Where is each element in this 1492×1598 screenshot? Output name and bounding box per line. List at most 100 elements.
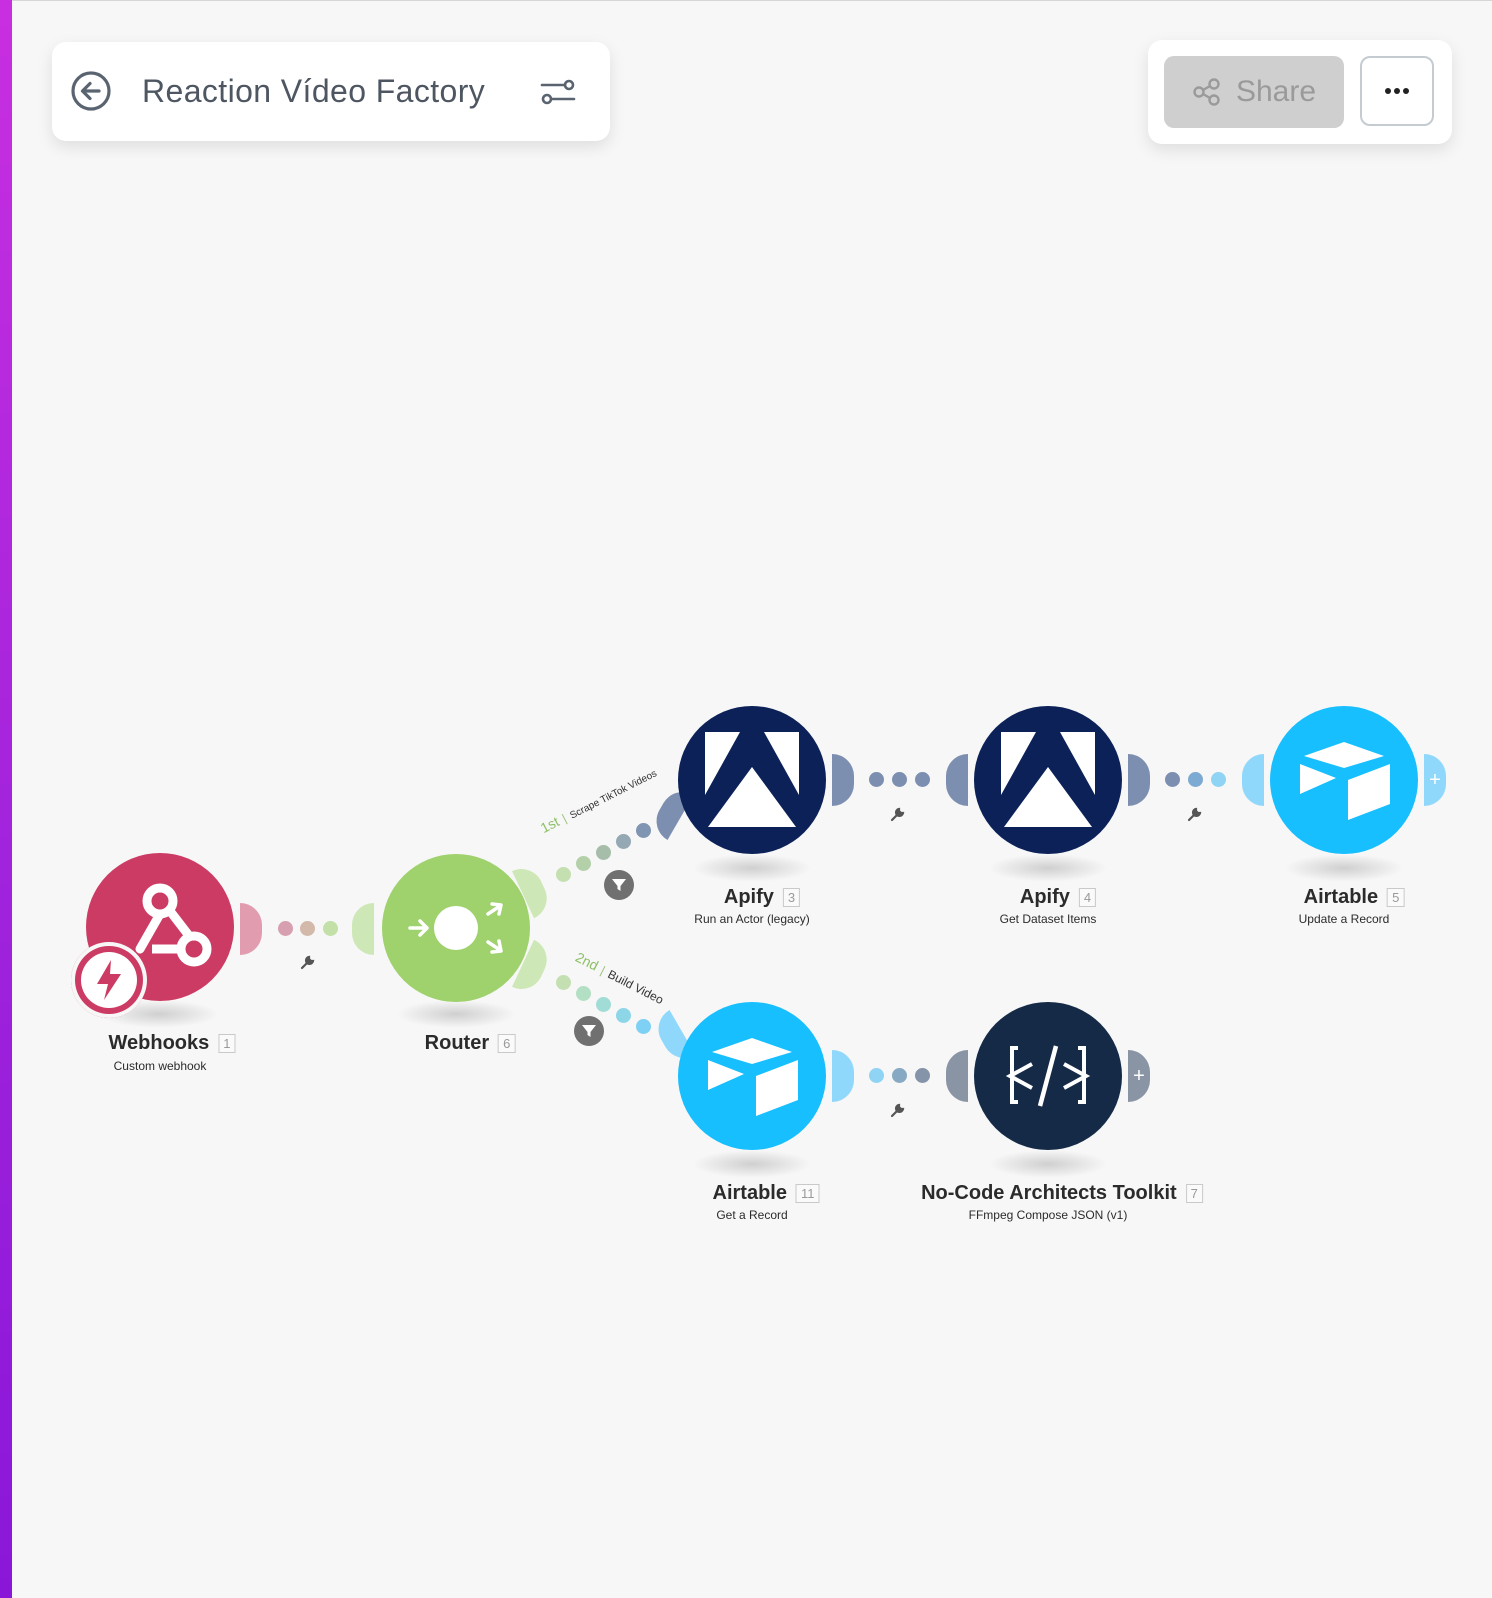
node-app-name: Airtable xyxy=(712,1182,787,1204)
node-app-name: Apify xyxy=(723,886,774,908)
node-router-6[interactable] xyxy=(382,854,530,1002)
node-number: 1 xyxy=(218,1034,236,1053)
connector-dot xyxy=(596,845,611,860)
apify-4-input-handle[interactable] xyxy=(946,754,968,806)
wrench-icon[interactable] xyxy=(890,1102,906,1118)
node-app-name: No-Code Architects Toolkit xyxy=(921,1182,1177,1204)
airtable-logo-icon xyxy=(708,1038,798,1116)
apify-3-output-handle[interactable] xyxy=(832,754,854,806)
node-title: Apify 4 xyxy=(1019,886,1097,909)
node-number: 5 xyxy=(1387,888,1405,907)
scenario-title[interactable]: Reaction Vídeo Factory xyxy=(142,73,486,109)
sliders-icon xyxy=(540,79,576,105)
connector-dot xyxy=(278,921,293,936)
connector-dot xyxy=(892,772,907,787)
node-number: 6 xyxy=(498,1034,516,1053)
route-name: Build Video xyxy=(605,967,666,1008)
route-name: Scrape TikTok Videos xyxy=(568,768,659,822)
node-app-name: Router xyxy=(424,1032,490,1054)
connector-dot xyxy=(1165,772,1180,787)
node-title: No-Code Architects Toolkit 7 xyxy=(921,1182,1203,1205)
node-title: Airtable 11 xyxy=(713,1182,820,1205)
node-app-name: Apify xyxy=(1019,886,1070,908)
connector-dot xyxy=(616,834,631,849)
more-options-button[interactable] xyxy=(1360,56,1434,126)
node-title: Webhooks 1 xyxy=(109,1032,236,1055)
connector-dot xyxy=(300,921,315,936)
connector-dot xyxy=(869,1068,884,1083)
node-title: Router 6 xyxy=(425,1032,516,1055)
connector-dot xyxy=(636,1019,651,1034)
node-airtable-5[interactable] xyxy=(1270,706,1418,854)
node-action: Get a Record xyxy=(716,1208,788,1222)
node-action: Update a Record xyxy=(1298,912,1390,926)
connector-dot xyxy=(636,823,651,838)
scenario-settings-button[interactable] xyxy=(540,76,576,108)
toolkit-7-add-button[interactable]: + xyxy=(1128,1050,1150,1102)
node-apify-4[interactable] xyxy=(974,706,1122,854)
node-app-name: Webhooks xyxy=(108,1032,210,1054)
airtable-5-add-button[interactable]: + xyxy=(1424,754,1446,806)
share-button[interactable]: Share xyxy=(1164,56,1344,128)
router-input-handle[interactable] xyxy=(352,903,374,955)
arrow-left-circle-icon xyxy=(71,71,111,111)
node-app-name: Airtable xyxy=(1303,886,1379,908)
airtable-5-input-handle[interactable] xyxy=(1242,754,1264,806)
connector-dot xyxy=(869,772,884,787)
node-number: 11 xyxy=(795,1184,820,1203)
connector-dot xyxy=(915,772,930,787)
share-nodes-icon xyxy=(1193,78,1220,106)
toolkit-7-input-handle[interactable] xyxy=(946,1050,968,1102)
filter-button-route-1[interactable] xyxy=(604,870,634,900)
connector-dot xyxy=(1188,772,1203,787)
wrench-icon[interactable] xyxy=(300,954,316,970)
plus-icon: + xyxy=(1133,1064,1145,1087)
node-action: FFmpeg Compose JSON (v1) xyxy=(968,1208,1128,1222)
node-shadow xyxy=(988,854,1108,882)
airtable-logo-icon xyxy=(1300,742,1390,820)
airtable-11-output-handle[interactable] xyxy=(832,1050,854,1102)
connector-dot xyxy=(892,1068,907,1083)
node-number: 3 xyxy=(782,888,801,907)
route-order: 1st xyxy=(537,813,562,836)
connector-dot xyxy=(616,1008,631,1023)
node-shadow xyxy=(692,1150,812,1178)
connector-dot xyxy=(576,856,591,871)
apify-logo-icon xyxy=(705,732,799,827)
top-divider xyxy=(12,0,1492,1)
router-arrows-icon xyxy=(408,902,503,954)
connector-dot xyxy=(576,986,591,1001)
wrench-icon[interactable] xyxy=(890,806,906,822)
connector-dot xyxy=(1211,772,1226,787)
wrench-icon[interactable] xyxy=(1187,806,1203,822)
node-toolkit-7[interactable] xyxy=(974,1002,1122,1150)
node-shadow xyxy=(396,1000,516,1028)
ellipsis-icon xyxy=(1385,88,1409,94)
sidebar-strip xyxy=(0,0,12,1598)
node-action: Run an Actor (legacy) xyxy=(694,912,810,926)
route-order: 2nd xyxy=(573,948,602,974)
lightning-trigger-icon xyxy=(81,952,137,1008)
apify-logo-icon xyxy=(1001,732,1095,827)
node-shadow xyxy=(988,1150,1108,1178)
share-label: Share xyxy=(1235,75,1317,108)
filter-button-route-2[interactable] xyxy=(574,1016,604,1046)
scenario-header-card xyxy=(52,42,610,141)
funnel-icon xyxy=(582,1025,596,1037)
node-number: 4 xyxy=(1078,888,1097,907)
webhooks-output-handle[interactable] xyxy=(240,903,262,955)
node-shadow xyxy=(1284,854,1404,882)
node-title: Airtable 5 xyxy=(1304,886,1405,909)
trigger-badge[interactable] xyxy=(71,942,147,1018)
node-action: Get Dataset Items xyxy=(999,912,1097,926)
code-braces-icon xyxy=(1005,1045,1091,1107)
connector-dot xyxy=(556,867,571,882)
apify-4-output-handle[interactable] xyxy=(1128,754,1150,806)
node-apify-3[interactable] xyxy=(678,706,826,854)
connector-dot xyxy=(915,1068,930,1083)
back-button[interactable] xyxy=(70,70,112,112)
connector-dot xyxy=(323,921,338,936)
node-action: Custom webhook xyxy=(113,1059,207,1073)
connector-dot xyxy=(556,975,571,990)
node-airtable-11[interactable] xyxy=(678,1002,826,1150)
